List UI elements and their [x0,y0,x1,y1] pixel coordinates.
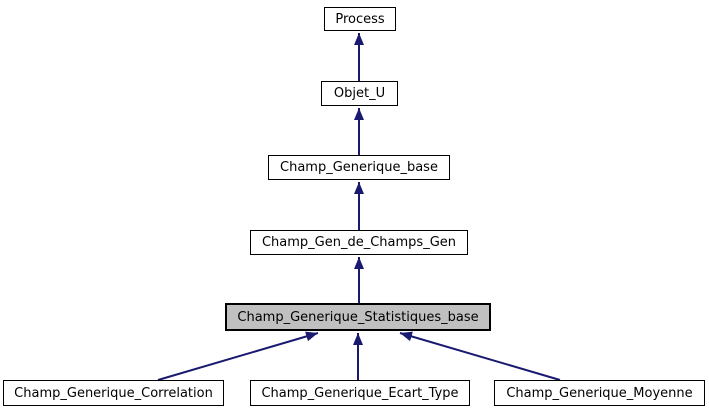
class-node-champ-generique-correlation[interactable]: Champ_Generique_Correlation [3,380,224,406]
class-node-champ-generique-ecart-type[interactable]: Champ_Generique_Ecart_Type [250,380,470,406]
class-node-champ-generique-statistiques-base-current: Champ_Generique_Statistiques_base [225,303,491,331]
class-node-champ-generique-moyenne[interactable]: Champ_Generique_Moyenne [494,380,705,406]
class-node-champ-gen-de-champs-gen[interactable]: Champ_Gen_de_Champs_Gen [250,230,468,255]
class-node-objet-u[interactable]: Objet_U [321,81,398,106]
class-node-process[interactable]: Process [324,7,396,31]
edge-moyenne-to-statistiques-base [399,331,561,381]
edge-correlation-to-statistiques-base [157,331,319,381]
class-node-champ-generique-base[interactable]: Champ_Generique_base [268,155,450,180]
